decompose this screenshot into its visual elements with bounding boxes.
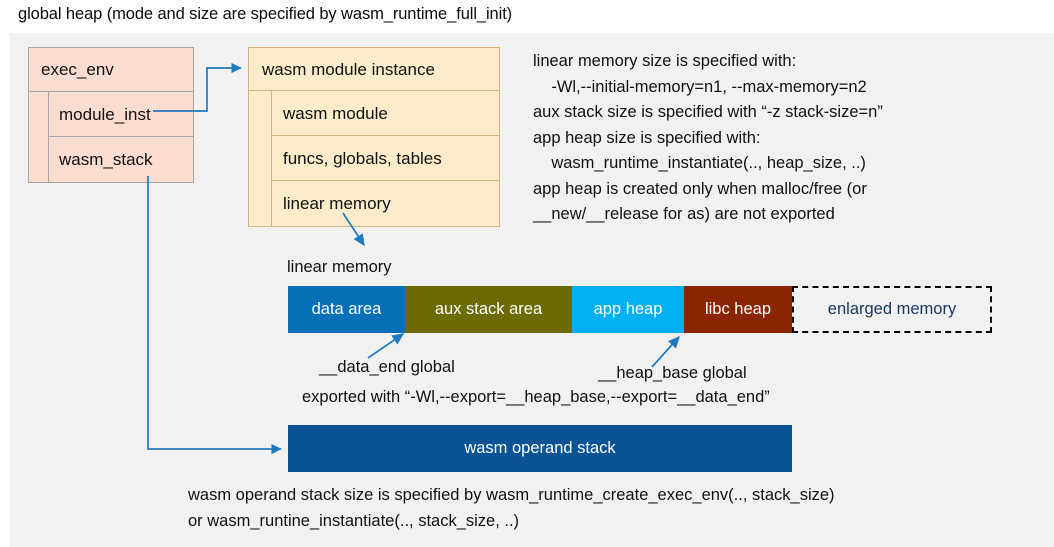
linear-memory-notes: linear memory size is specified with: -W… (533, 52, 883, 223)
wasm-module-instance-subrows: wasm module funcs, globals, tables linea… (249, 91, 499, 226)
wasm-module-instance-row-list: wasm module funcs, globals, tables linea… (272, 91, 499, 226)
heap-base-annotation: __heap_base global (598, 364, 747, 382)
wasm-operand-stack-box: wasm operand stack (288, 425, 792, 472)
linear-memory-bar: data area aux stack area app heap libc h… (288, 286, 992, 333)
exec-env-gutter (29, 92, 49, 182)
exec-env-row-module-inst: module_inst (49, 92, 193, 137)
memory-segment-enlarged-memory: enlarged memory (792, 286, 992, 333)
memory-segment-data-area: data area (288, 286, 405, 333)
memory-segment-aux-stack-area: aux stack area (405, 286, 572, 333)
wasm-module-instance-gutter (249, 91, 272, 226)
exec-env-row-wasm-stack: wasm_stack (59, 150, 153, 169)
wmi-row-funcs-globals-tables: funcs, globals, tables (272, 136, 499, 181)
wmi-row-linear-memory: linear memory (283, 194, 391, 213)
wasm-module-instance-header: wasm module instance (249, 48, 499, 91)
page-title: global heap (mode and size are specified… (18, 5, 513, 23)
exported-with-annotation: exported with “-Wl,--export=__heap_base,… (302, 388, 770, 406)
exec-env-header: exec_env (29, 48, 193, 92)
exec-env-subrows: module_inst wasm_stack (29, 92, 193, 182)
linear-memory-label: linear memory (287, 258, 392, 276)
exec-env-box: exec_env module_inst wasm_stack (28, 47, 194, 183)
memory-segment-app-heap: app heap (572, 286, 684, 333)
wasm-module-instance-box: wasm module instance wasm module funcs, … (248, 47, 500, 227)
data-end-annotation: __data_end global (319, 358, 455, 376)
operand-stack-notes: wasm operand stack size is specified by … (188, 486, 835, 530)
exec-env-row-list: module_inst wasm_stack (49, 92, 193, 182)
wmi-row-wasm-module: wasm module (272, 91, 499, 136)
memory-segment-libc-heap: libc heap (684, 286, 792, 333)
